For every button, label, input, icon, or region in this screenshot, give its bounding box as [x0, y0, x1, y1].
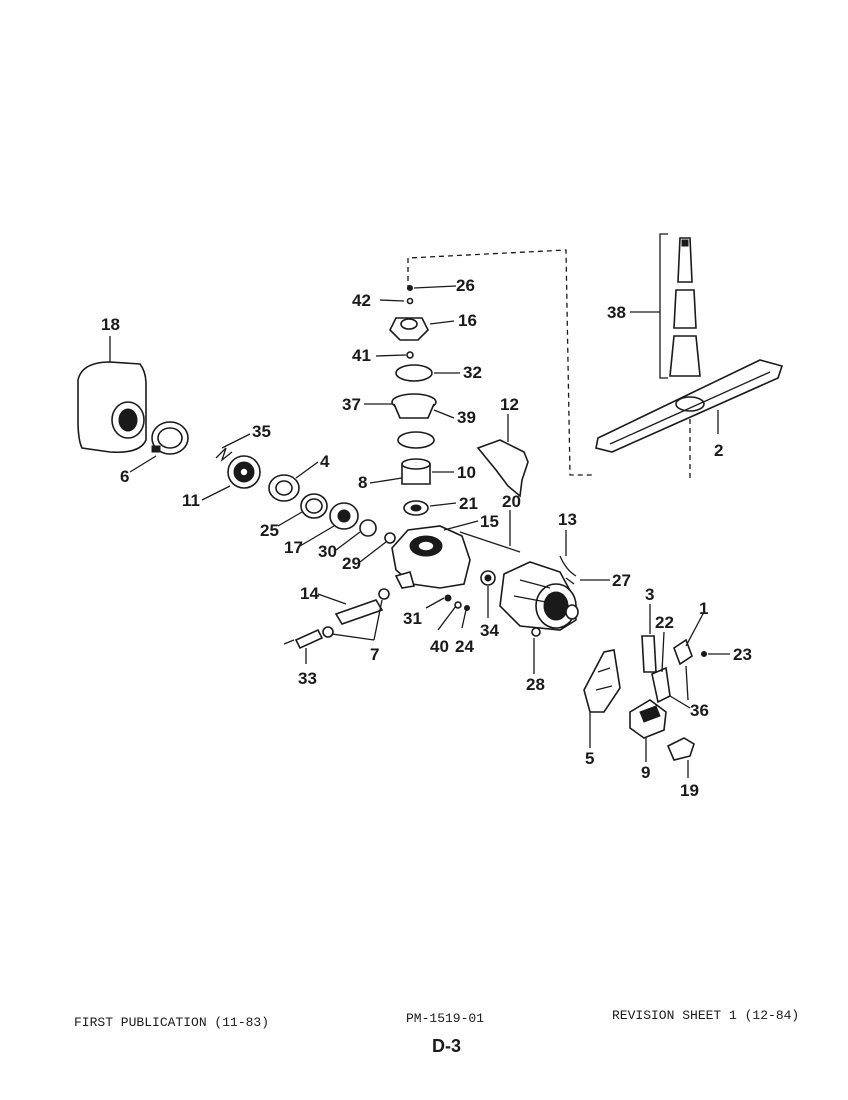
label-1: 1 — [699, 599, 708, 618]
part-17-seal — [329, 502, 359, 530]
label-19: 19 — [680, 781, 699, 800]
part-6-clamp — [151, 421, 189, 455]
part-11-impeller — [215, 447, 261, 489]
leader-lines — [109, 285, 730, 778]
label-32: 32 — [463, 363, 482, 382]
part-14-shaft — [334, 599, 384, 625]
label-17: 17 — [284, 538, 303, 557]
part-28-screw — [531, 627, 541, 637]
label-9: 9 — [641, 763, 650, 782]
part-21-bushing — [403, 500, 429, 516]
label-16: 16 — [458, 311, 477, 330]
part-30-bearing — [359, 519, 377, 537]
label-27: 27 — [612, 571, 631, 590]
part-16-cap — [389, 317, 429, 341]
part-8-10-sleeve — [401, 458, 431, 485]
label-39: 39 — [457, 408, 476, 427]
part-33-pin — [283, 628, 324, 650]
part-41-nut — [406, 351, 414, 359]
label-10: 10 — [457, 463, 476, 482]
footer-first-publication: FIRST PUBLICATION (11-83) — [74, 1015, 270, 1030]
label-15: 15 — [480, 512, 499, 531]
part-19-clip — [666, 737, 695, 761]
label-13: 13 — [558, 510, 577, 529]
assembly-dashed-line — [407, 249, 592, 476]
label-7: 7 — [370, 645, 379, 664]
label-29: 29 — [342, 554, 361, 573]
page-number: D-3 — [432, 1036, 462, 1056]
part-31-40-24-fasteners — [444, 594, 470, 611]
label-37: 37 — [342, 395, 361, 414]
label-34: 34 — [480, 621, 499, 640]
part-25-ring — [300, 493, 328, 519]
label-24: 24 — [455, 637, 474, 656]
label-3: 3 — [645, 585, 654, 604]
label-14: 14 — [300, 584, 319, 603]
footer-part-number: PM-1519-01 — [406, 1011, 485, 1026]
label-20: 20 — [502, 492, 521, 511]
label-4: 4 — [320, 452, 330, 471]
label-36: 36 — [690, 701, 709, 720]
part-2-spray-arm — [595, 359, 784, 453]
label-6: 6 — [120, 467, 129, 486]
part-labels: 18 6 35 11 4 25 17 30 29 42 26 16 41 32 … — [101, 276, 752, 800]
label-11: 11 — [182, 491, 200, 510]
part-9-relay — [629, 699, 667, 739]
part-5-mount-bracket — [583, 649, 621, 713]
label-30: 30 — [318, 542, 337, 561]
label-38: 38 — [607, 303, 626, 322]
part-23-screw — [701, 651, 707, 657]
label-42: 42 — [352, 291, 371, 310]
part-13-wire — [559, 555, 577, 585]
part-37-39-housing — [391, 393, 437, 419]
part-3-strap — [641, 635, 657, 673]
label-5: 5 — [585, 749, 594, 768]
part-ring-unnumbered — [397, 431, 435, 449]
label-8: 8 — [358, 473, 367, 492]
label-35: 35 — [252, 422, 271, 441]
part-7-fittings — [322, 588, 390, 638]
part-26-42-screw — [406, 285, 414, 305]
label-23: 23 — [733, 645, 752, 664]
label-25: 25 — [260, 521, 279, 540]
label-33: 33 — [298, 669, 317, 688]
label-2: 2 — [714, 441, 723, 460]
label-26: 26 — [456, 276, 475, 295]
part-22-36-bracket — [651, 666, 671, 704]
label-40: 40 — [430, 637, 449, 656]
part-34-nut — [480, 570, 496, 586]
part-15-pump-housing — [391, 525, 471, 589]
footer-revision-sheet: REVISION SHEET 1 (12-84) — [612, 1008, 800, 1023]
label-12: 12 — [500, 395, 519, 414]
label-22: 22 — [655, 613, 674, 632]
part-1-switch — [673, 638, 693, 701]
label-41: 41 — [352, 346, 371, 365]
part-18-filter-housing — [77, 361, 147, 454]
part-32-oring — [395, 364, 433, 382]
part-38-tube-assembly — [659, 233, 701, 379]
part-29-washer — [384, 532, 396, 544]
part-20-motor — [459, 531, 579, 631]
part-4-gasket — [268, 474, 300, 502]
label-31: 31 — [403, 609, 422, 628]
part-12-deflector — [476, 439, 529, 498]
label-18: 18 — [101, 315, 120, 334]
label-28: 28 — [526, 675, 545, 694]
label-21: 21 — [459, 494, 478, 513]
